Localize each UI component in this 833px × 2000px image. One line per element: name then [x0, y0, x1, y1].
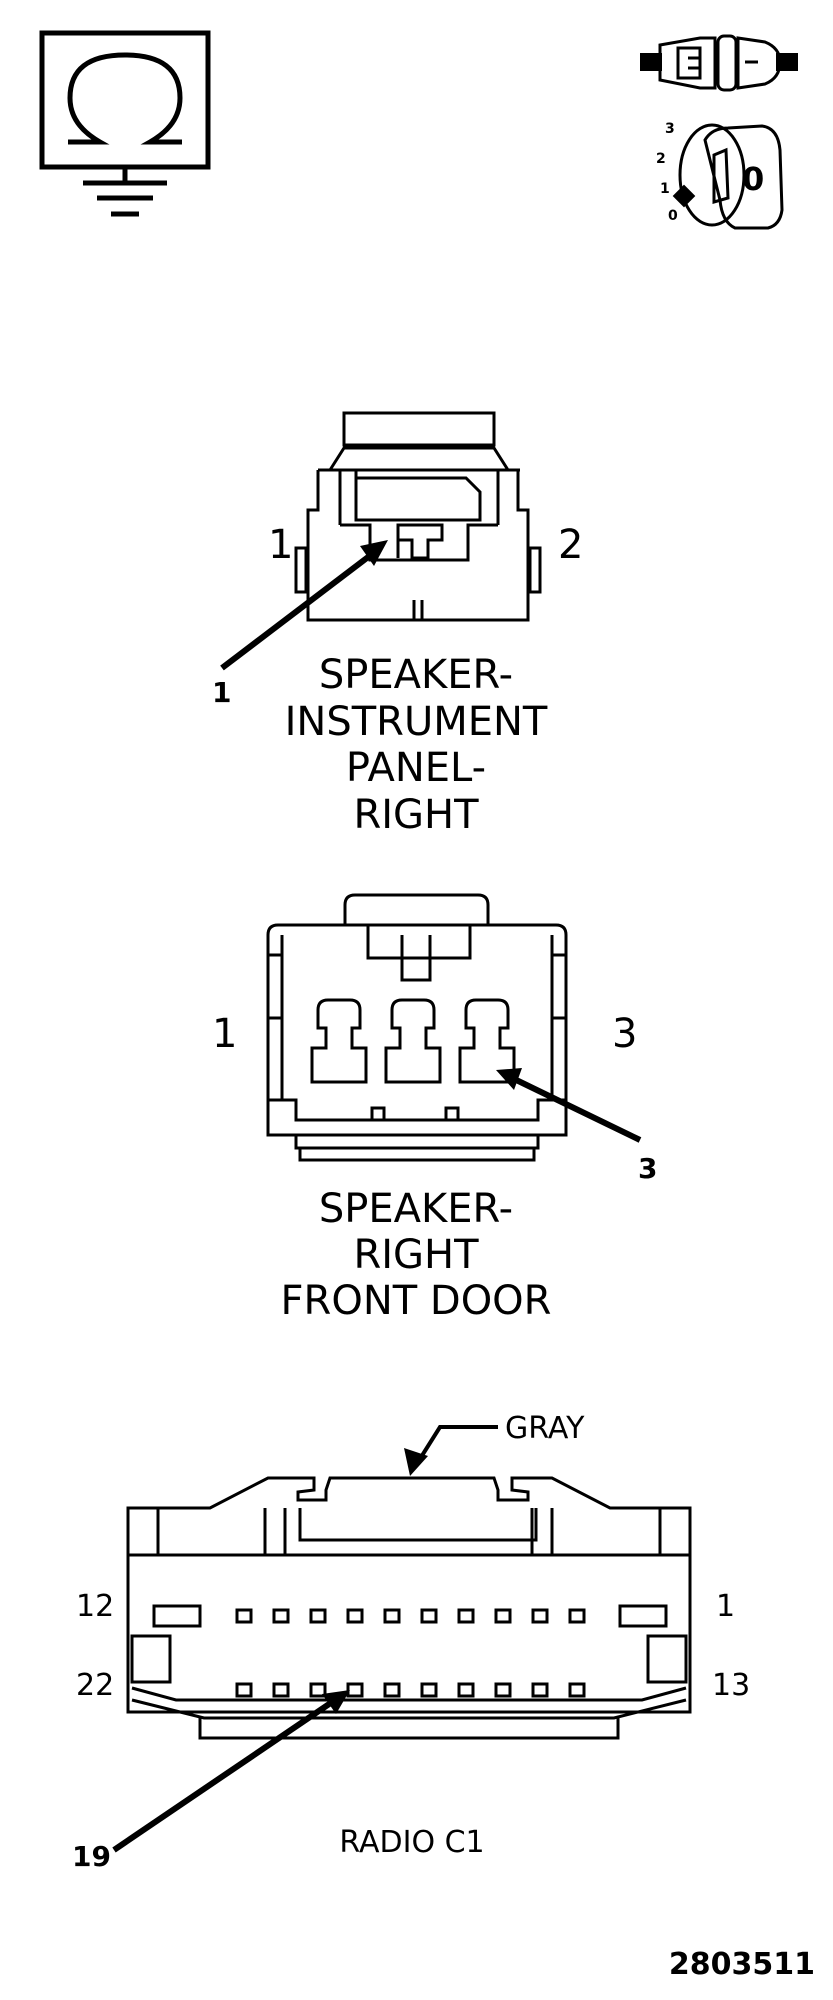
ignition-position-1: 1 — [660, 181, 670, 197]
radio-callout: 19 — [72, 1840, 111, 1873]
speaker-ip-title-line-1: SPEAKER- — [319, 652, 513, 698]
speaker-ip-title-line-2: INSTRUMENT — [285, 699, 548, 745]
speaker-ip-right-pin: 2 — [558, 522, 583, 568]
speaker-ip-callout: 1 — [212, 676, 231, 709]
connector-icon — [640, 34, 798, 92]
speaker-door-title-line-3: FRONT DOOR — [281, 1278, 552, 1324]
ignition-position-3: 3 — [665, 121, 675, 137]
speaker-door-right-pin: 3 — [612, 1011, 637, 1057]
speaker-door-title-line-2: RIGHT — [353, 1232, 479, 1278]
speaker-door-title-line-1: SPEAKER- — [319, 1186, 513, 1232]
ignition-key-label: 0 — [742, 160, 764, 198]
radio-c1-connector — [126, 1476, 692, 1740]
ignition-position-0: 0 — [668, 208, 678, 224]
speaker-door-left-pin: 1 — [212, 1011, 237, 1057]
speaker-ip-left-pin: 1 — [268, 522, 293, 568]
ohm-ground-icon — [39, 30, 211, 217]
speaker-ip-title-line-4: RIGHT — [353, 792, 479, 838]
radio-title: RADIO C1 — [339, 1825, 484, 1860]
part-number: 2803511 — [669, 1947, 815, 1982]
speaker-ip-title-line-3: PANEL- — [346, 745, 486, 791]
ignition-switch-icon — [672, 123, 784, 230]
speaker-ip-right-connector — [294, 411, 542, 622]
speaker-door-callout: 3 — [638, 1152, 657, 1185]
radio-pin-22: 22 — [76, 1668, 114, 1703]
radio-pin-1: 1 — [716, 1589, 735, 1624]
radio-pin-12: 12 — [76, 1589, 114, 1624]
ignition-position-2: 2 — [656, 151, 666, 167]
radio-color-label: GRAY — [505, 1411, 585, 1446]
speaker-door-right-connector — [266, 893, 568, 1162]
radio-pin-13: 13 — [712, 1668, 750, 1703]
